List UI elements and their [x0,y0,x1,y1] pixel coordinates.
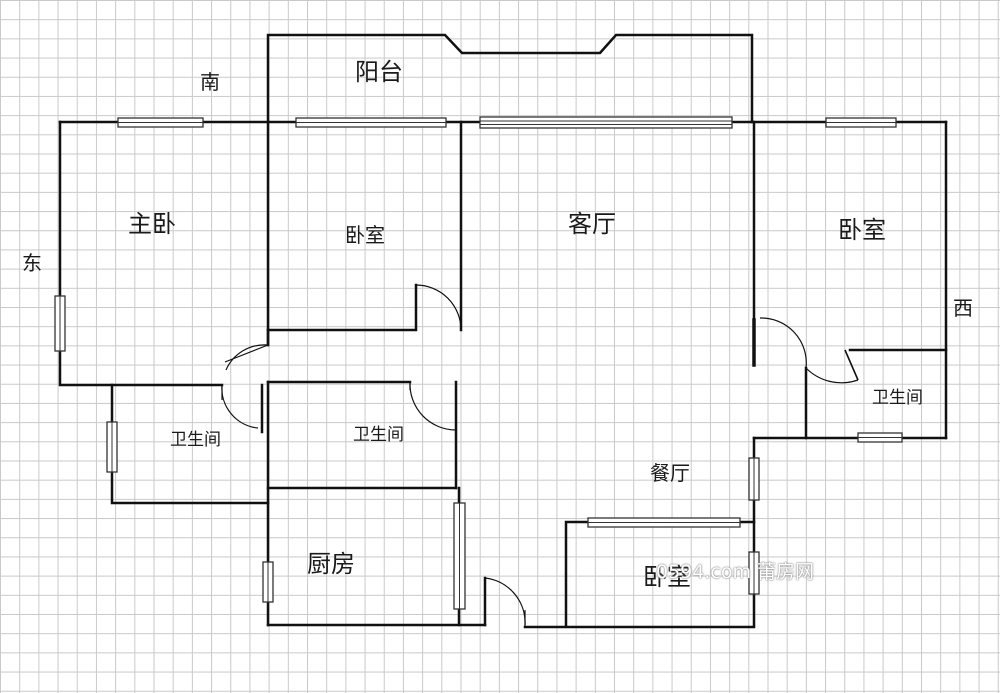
room-bathroom-middle: 卫生间 [353,425,404,445]
room-bedroom-bottom: 卧室 [643,563,691,591]
room-living-room: 客厅 [568,210,616,238]
direction-east: 东 [22,251,42,275]
room-kitchen: 厨房 [307,550,355,578]
room-bathroom-right: 卫生间 [872,388,923,408]
direction-south: 南 [200,70,220,94]
room-bedroom-right: 卧室 [838,216,886,244]
room-bedroom-middle: 卧室 [345,223,385,247]
windows [54,116,903,610]
doors [221,284,859,628]
direction-west: 西 [953,296,973,320]
middle-bedroom-wall [266,283,418,332]
room-master-bedroom: 主卧 [128,210,176,238]
room-bathroom-left: 卫生间 [170,430,221,450]
room-balcony: 阳台 [355,58,403,86]
watermark: 0594.com 莆房网 [656,561,815,583]
balcony-outline [266,33,754,124]
room-dining-room: 餐厅 [650,461,690,485]
master-bedroom-wall [58,120,224,387]
